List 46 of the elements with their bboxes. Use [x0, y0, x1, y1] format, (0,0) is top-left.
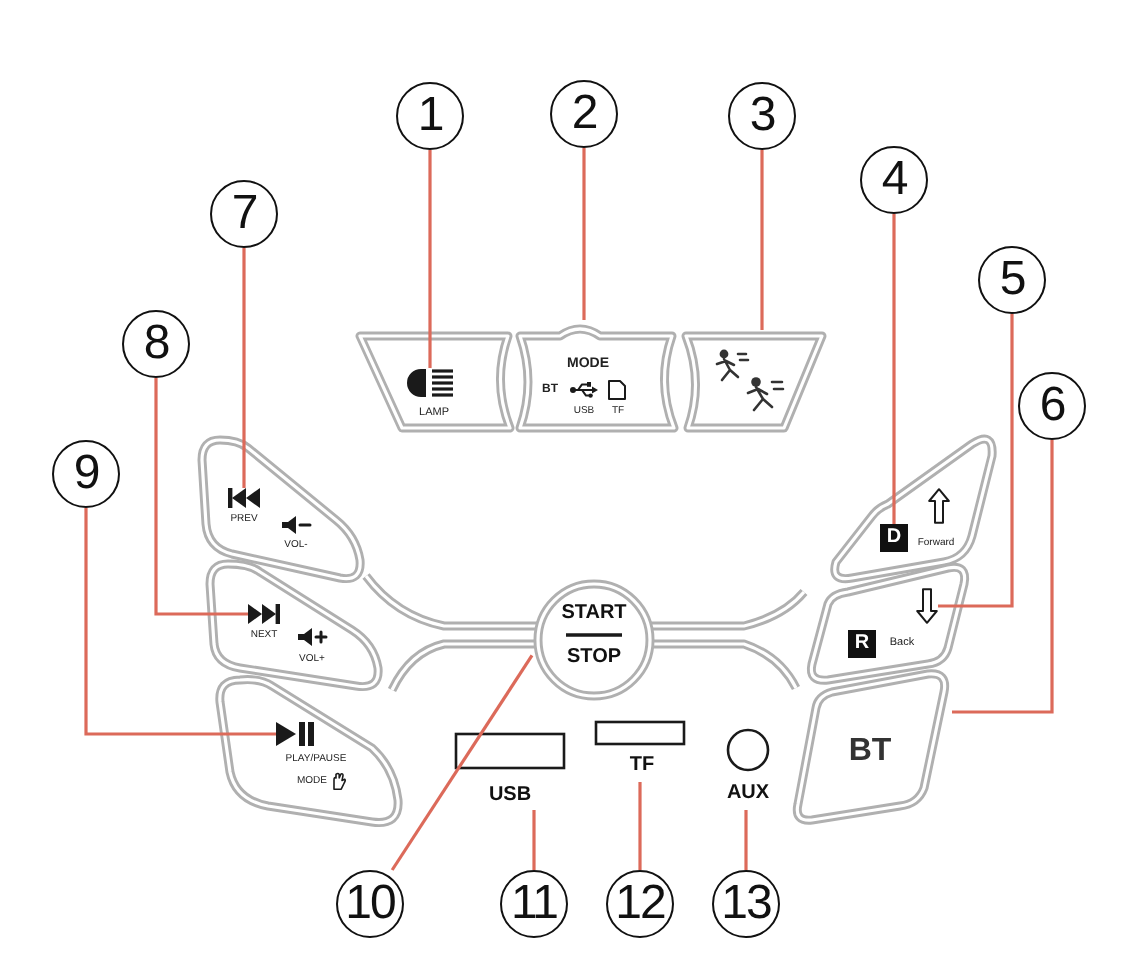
callout-number: 5	[978, 246, 1046, 314]
callout-number: 9	[52, 440, 120, 508]
play-pause-icon	[276, 722, 314, 746]
callout-number: 6	[1018, 372, 1086, 440]
lamp-button	[352, 330, 516, 434]
leader-line	[892, 214, 896, 524]
skip-back-icon	[228, 488, 260, 508]
play-pause-button	[212, 672, 408, 832]
callout-number: 13	[712, 870, 780, 938]
leader-line	[744, 810, 748, 870]
prev-button	[196, 432, 368, 588]
callout-number: 4	[860, 146, 928, 214]
leader-line	[760, 150, 764, 330]
leader-line	[582, 148, 586, 320]
leader-line	[390, 654, 534, 871]
bt-button	[792, 668, 952, 828]
callout-number: 10	[336, 870, 404, 938]
port-label: TF	[629, 756, 655, 776]
callout-number: 1	[396, 82, 464, 150]
callout-number: 12	[606, 870, 674, 938]
leader-line	[428, 150, 432, 368]
gear-label: D	[880, 524, 908, 552]
button-label: BT	[848, 736, 892, 768]
gear-label: R	[848, 630, 876, 658]
callout-number: 11	[500, 870, 568, 938]
button-label: START	[561, 604, 627, 624]
leader-line	[242, 248, 246, 488]
callout-number: 8	[122, 310, 190, 378]
speed-button	[680, 330, 828, 434]
skip-forward-icon	[248, 604, 280, 624]
port-label: AUX	[726, 784, 770, 804]
leader-line	[638, 782, 642, 870]
start-stop-button	[532, 578, 656, 702]
leader-line	[532, 810, 536, 870]
mode-button	[512, 320, 680, 436]
next-button	[204, 556, 388, 696]
down-arrow-icon	[916, 588, 938, 624]
port-label: USB	[488, 786, 532, 806]
headlight-icon	[406, 368, 454, 398]
button-label: STOP	[566, 648, 622, 668]
leader-line	[952, 440, 1054, 714]
callout-number: 7	[210, 180, 278, 248]
leader-line	[84, 508, 276, 736]
callout-number: 3	[728, 82, 796, 150]
leader-line	[154, 378, 248, 616]
callout-number: 2	[550, 80, 618, 148]
